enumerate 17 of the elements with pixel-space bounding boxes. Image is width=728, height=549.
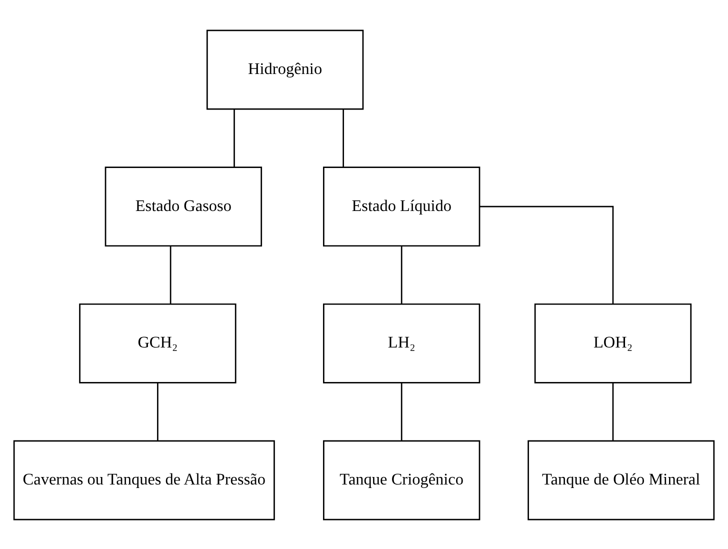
connector xyxy=(157,382,158,440)
connector xyxy=(400,246,402,304)
connector xyxy=(400,382,402,440)
node-box: Tanque de Oléo Mineral xyxy=(528,440,715,520)
node-box: GCH₂ xyxy=(79,302,236,383)
connector xyxy=(480,205,614,304)
connector xyxy=(234,108,235,167)
node-box: Estado Líquido xyxy=(323,166,480,246)
node-box: LOH₂ xyxy=(534,302,692,383)
node-box: Estado Gasoso xyxy=(104,166,262,246)
node-box: LH₂ xyxy=(323,302,480,383)
node-box: Cavernas ou Tanques de Alta Pressão xyxy=(13,440,275,520)
node-box: Hidrogênio xyxy=(206,29,364,110)
connector xyxy=(612,382,614,440)
connector xyxy=(170,246,172,304)
connector xyxy=(342,108,344,167)
node-box: Tanque Criogênico xyxy=(323,440,480,520)
